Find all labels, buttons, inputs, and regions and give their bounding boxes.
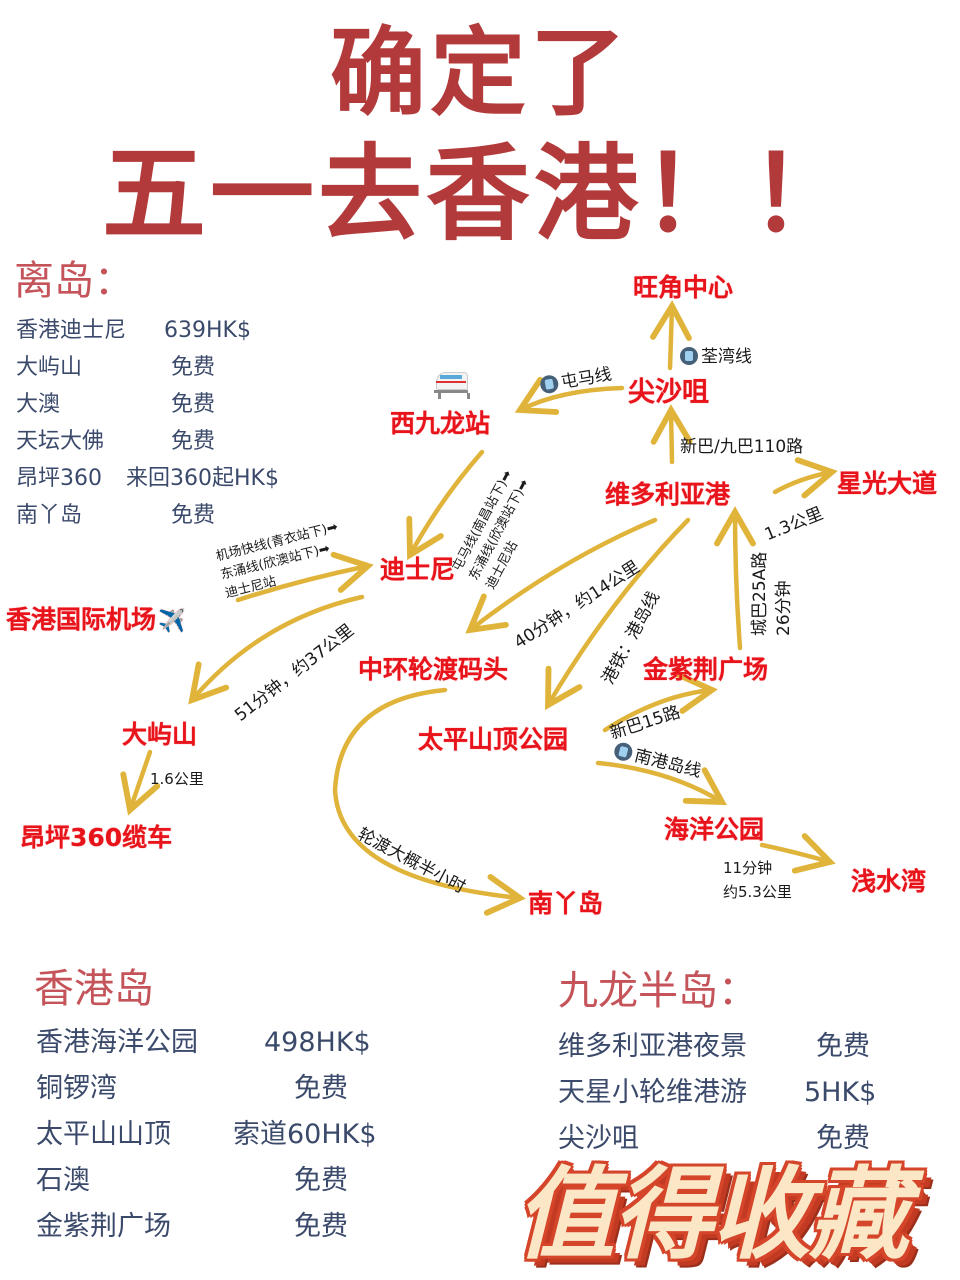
section-heading-kowloon: 九龙半岛： — [558, 968, 758, 1014]
list-item: 大澳免费 — [16, 392, 216, 417]
node-avenue-of-stars: 星光大道 — [837, 469, 938, 498]
node-central-pier: 中环轮渡码头 — [358, 655, 509, 684]
node-disneyland: 迪士尼 — [380, 555, 456, 584]
edge-label-1-6km: 1.6公里 — [150, 770, 204, 788]
node-mongkok: 旺角中心 — [633, 273, 734, 302]
worth-saving-sticker: 值得收藏 — [515, 1156, 909, 1273]
edge-label-citybus-25a: 城巴25A路 26分钟 — [750, 551, 794, 636]
edge-label-11min-5-3km: 11分钟 约5.3公里 — [723, 859, 792, 901]
section-heading-outlying: 离岛： — [14, 258, 134, 304]
list-item: 太平山山顶索道60HK$ — [36, 1119, 377, 1150]
list-item: 尖沙咀免费 — [558, 1123, 870, 1154]
list-item: 石澳免费 — [36, 1165, 348, 1196]
edge-label-bus-110: 新巴/九巴110路 — [680, 437, 804, 457]
title-line-2: 五一去香港！！ — [101, 133, 858, 255]
metro-icon — [680, 347, 698, 365]
node-west-kowloon: 西九龙站 — [390, 409, 491, 438]
section-heading-hk-island: 香港岛 — [34, 966, 154, 1012]
train-icon — [432, 372, 470, 400]
plane-icon: ✈️ — [158, 609, 186, 634]
node-victoria-peak: 太平山顶公园 — [418, 725, 569, 754]
metro-icon — [612, 740, 635, 763]
title-line-1: 确定了 — [330, 17, 630, 129]
node-lamma: 南丫岛 — [528, 889, 604, 918]
node-ngong-ping: 昂坪360缆车 — [20, 823, 173, 852]
list-item: 大屿山免费 — [16, 355, 216, 380]
node-tsim-sha-tsui: 尖沙咀 — [628, 377, 709, 408]
list-item: 铜锣湾免费 — [36, 1073, 348, 1104]
node-victoria-harbour: 维多利亚港 — [605, 480, 731, 509]
list-item: 南丫岛免费 — [16, 503, 216, 528]
list-item: 天坛大佛免费 — [16, 429, 216, 454]
node-lantau: 大屿山 — [122, 720, 198, 749]
list-item: 金紫荆广场免费 — [36, 1211, 348, 1242]
node-airport: 香港国际机场✈️ — [6, 605, 186, 634]
list-item: 维多利亚港夜景免费 — [558, 1031, 870, 1062]
metro-icon — [538, 373, 560, 395]
node-ocean-park: 海洋公园 — [664, 815, 765, 844]
node-repulse-bay: 浅水湾 — [851, 867, 927, 896]
node-golden-bauhinia: 金紫荆广场 — [643, 655, 769, 684]
edge-label-tsuen-wan-line: 荃湾线 — [680, 342, 752, 367]
